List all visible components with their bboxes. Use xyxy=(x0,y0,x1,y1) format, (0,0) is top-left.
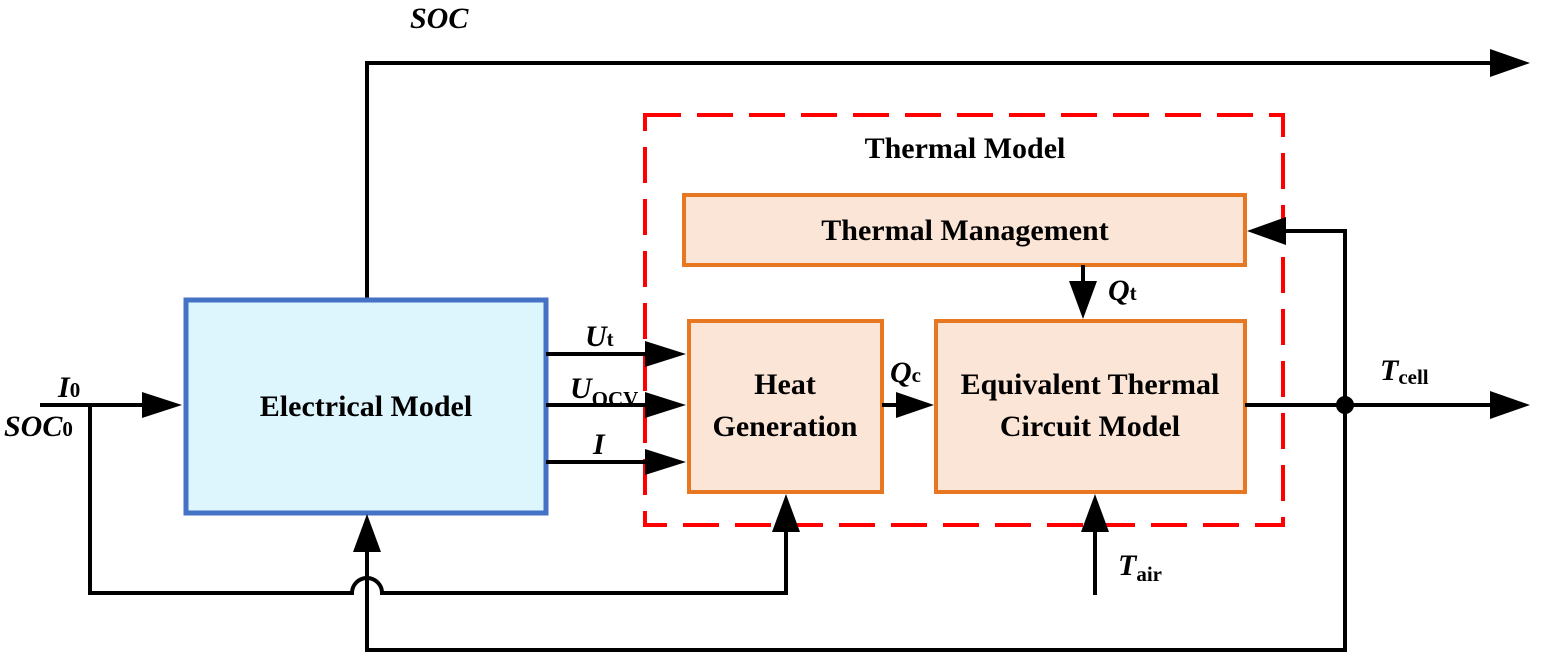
thermal-management-label: Thermal Management xyxy=(821,214,1108,247)
uocv-label: UOCV xyxy=(570,372,638,411)
etc-label-1: Equivalent Thermal xyxy=(961,368,1220,401)
electrical-model-label: Electrical Model xyxy=(260,390,472,423)
qt-label: Qt xyxy=(1108,274,1137,307)
soc0-label: SOC0 xyxy=(4,410,73,443)
qc-label: Qc xyxy=(890,356,921,389)
input-arrowhead xyxy=(142,392,182,418)
etc-label-2: Circuit Model xyxy=(1000,410,1180,443)
ut-arrowhead xyxy=(645,341,686,367)
current-arrowhead xyxy=(645,449,686,475)
electrical-feedback-line xyxy=(365,405,1347,652)
heat-generation-block xyxy=(687,319,884,494)
tcell-arrowhead xyxy=(1490,391,1530,419)
thermal-management-feedback-line xyxy=(1282,229,1347,405)
thermal-model-title: Thermal Model xyxy=(865,132,1066,165)
ut-label: Ut xyxy=(585,320,614,353)
thermal-model-boundary xyxy=(643,113,1285,527)
qt-arrowhead xyxy=(1069,281,1097,319)
qc-arrowhead xyxy=(896,392,934,418)
soc-label: SOC xyxy=(410,2,469,35)
heat-generation-input-arrowhead xyxy=(772,494,800,532)
electrical-model-block xyxy=(183,297,549,516)
tcell-label: Tcell xyxy=(1380,354,1429,389)
thermal-management-block xyxy=(682,193,1247,267)
tair-arrowhead xyxy=(1081,494,1109,532)
heat-generation-label-2: Generation xyxy=(713,410,858,443)
current-label: I xyxy=(592,428,606,461)
thermal-management-feedback-arrowhead xyxy=(1247,217,1286,245)
equivalent-thermal-circuit-block xyxy=(934,319,1247,494)
soc-arrowhead xyxy=(1490,49,1530,77)
i0-label: I0 xyxy=(57,371,80,404)
electrical-feedback-arrowhead xyxy=(353,514,381,552)
soc-line xyxy=(365,61,1495,300)
heat-generation-label-1: Heat xyxy=(754,368,816,401)
uocv-arrowhead xyxy=(645,392,686,418)
tair-label: Tair xyxy=(1118,549,1162,586)
